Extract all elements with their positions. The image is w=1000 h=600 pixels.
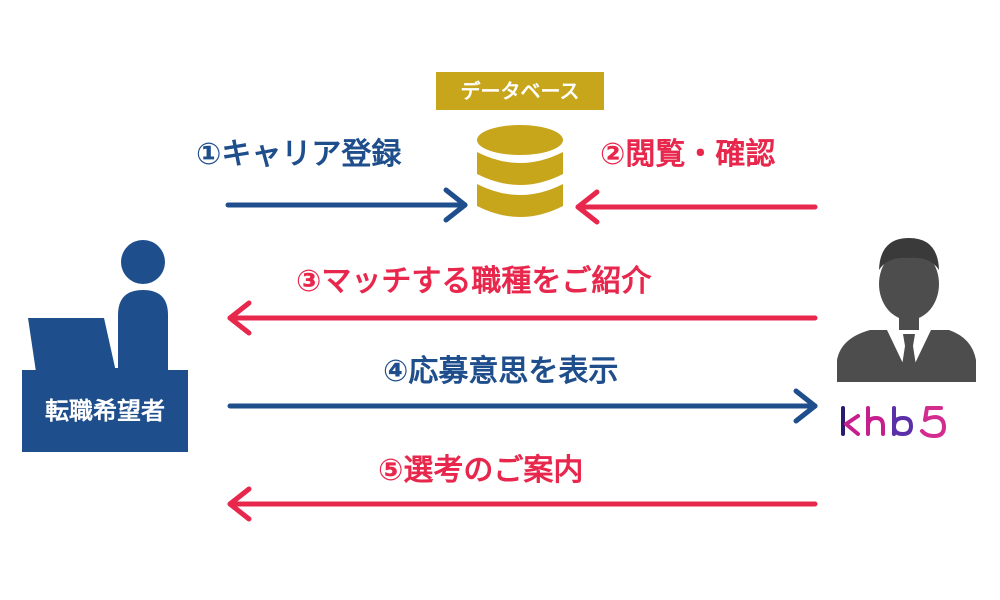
arrow-step-2 (575, 189, 818, 225)
job-seeker-icon (28, 240, 168, 372)
job-seeker-label: 転職希望者 (22, 370, 188, 452)
step-2-label: ②閲覧・確認 (600, 137, 776, 172)
company-logo (841, 406, 946, 438)
arrow-step-1 (225, 187, 468, 223)
arrow-step-4 (227, 388, 818, 424)
step-5-label: ⑤選考のご案内 (378, 453, 584, 488)
step-4-label: ④応募意思を表示 (383, 354, 619, 389)
arrow-step-5 (227, 486, 818, 522)
step-1-label: ①キャリア登録 (196, 137, 402, 172)
arrow-step-3 (227, 300, 818, 336)
step-3-label: ③マッチする職種をご紹介 (296, 264, 652, 299)
businessman-icon (837, 238, 976, 382)
database-label: データベース (436, 72, 604, 110)
database-icon (477, 125, 563, 217)
